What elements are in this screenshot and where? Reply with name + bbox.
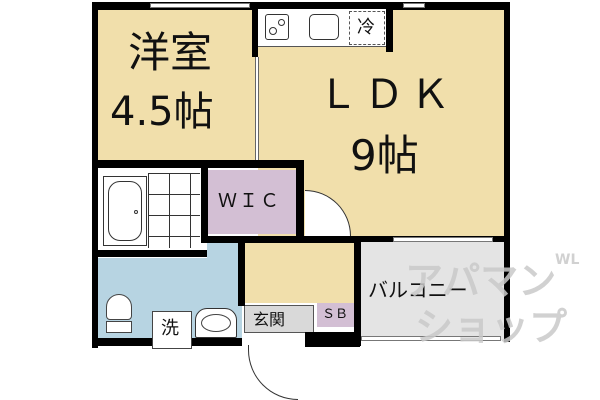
washer-label: 洗 bbox=[161, 318, 179, 339]
watermark-logo: アパマン ショップ WL bbox=[405, 250, 600, 350]
entrance-floor bbox=[244, 305, 314, 333]
western-room-size: 4.5帖 bbox=[110, 89, 214, 135]
wall-bath-bottom bbox=[92, 250, 207, 257]
partition-sliding-door bbox=[255, 57, 259, 160]
washroom-upper bbox=[207, 243, 242, 263]
bath-floor-tiles bbox=[148, 173, 200, 248]
sink-icon bbox=[309, 14, 339, 40]
wall-right bbox=[504, 2, 510, 342]
window-balcony-bottom bbox=[361, 336, 501, 341]
window-ldk-bottom bbox=[393, 237, 493, 242]
wall-balcony-left bbox=[354, 236, 361, 346]
entrance-label: 玄関 bbox=[253, 310, 286, 329]
watermark-line1: アパマン bbox=[405, 259, 557, 303]
western-room bbox=[97, 8, 255, 160]
fridge-box: 冷 bbox=[349, 11, 385, 45]
balcony-label: バルコニー bbox=[368, 278, 468, 302]
western-room-label: 洋室 bbox=[128, 28, 213, 77]
ldk-label: ＬＤＫ bbox=[318, 72, 456, 118]
stove-icon bbox=[265, 14, 289, 40]
wall-kitchen-divider bbox=[386, 8, 393, 52]
wall-wic-right bbox=[296, 160, 304, 242]
watermark-small: WL bbox=[555, 252, 580, 268]
window-ldk-top bbox=[403, 3, 425, 8]
hall-area bbox=[245, 243, 355, 303]
bathtub-icon bbox=[103, 176, 147, 246]
washing-machine-box: 洗 bbox=[152, 311, 192, 349]
wic-room bbox=[208, 170, 296, 234]
wall-bottom-right bbox=[305, 332, 360, 347]
window-western-top bbox=[150, 3, 250, 8]
wall-left bbox=[92, 2, 98, 348]
wall-top bbox=[92, 2, 510, 10]
wall-western-bottom bbox=[92, 160, 302, 168]
wic-label: ＷＩＣ bbox=[218, 190, 282, 212]
watermark-line2: ショップ bbox=[415, 305, 568, 349]
wall-wic-bottom bbox=[201, 236, 361, 243]
toilet-icon bbox=[106, 294, 132, 334]
shoe-box-label: ＳＢ bbox=[322, 307, 349, 322]
balcony bbox=[360, 242, 504, 340]
wall-western-right-top bbox=[252, 2, 258, 57]
fridge-label: 冷 bbox=[357, 17, 375, 38]
wash-basin-icon bbox=[195, 308, 237, 338]
shoe-box bbox=[317, 303, 355, 327]
ldk-size: 9帖 bbox=[350, 131, 419, 180]
wall-hall-left bbox=[238, 236, 245, 306]
entrance-door-swing bbox=[248, 345, 298, 400]
wall-wic-left bbox=[201, 160, 208, 242]
